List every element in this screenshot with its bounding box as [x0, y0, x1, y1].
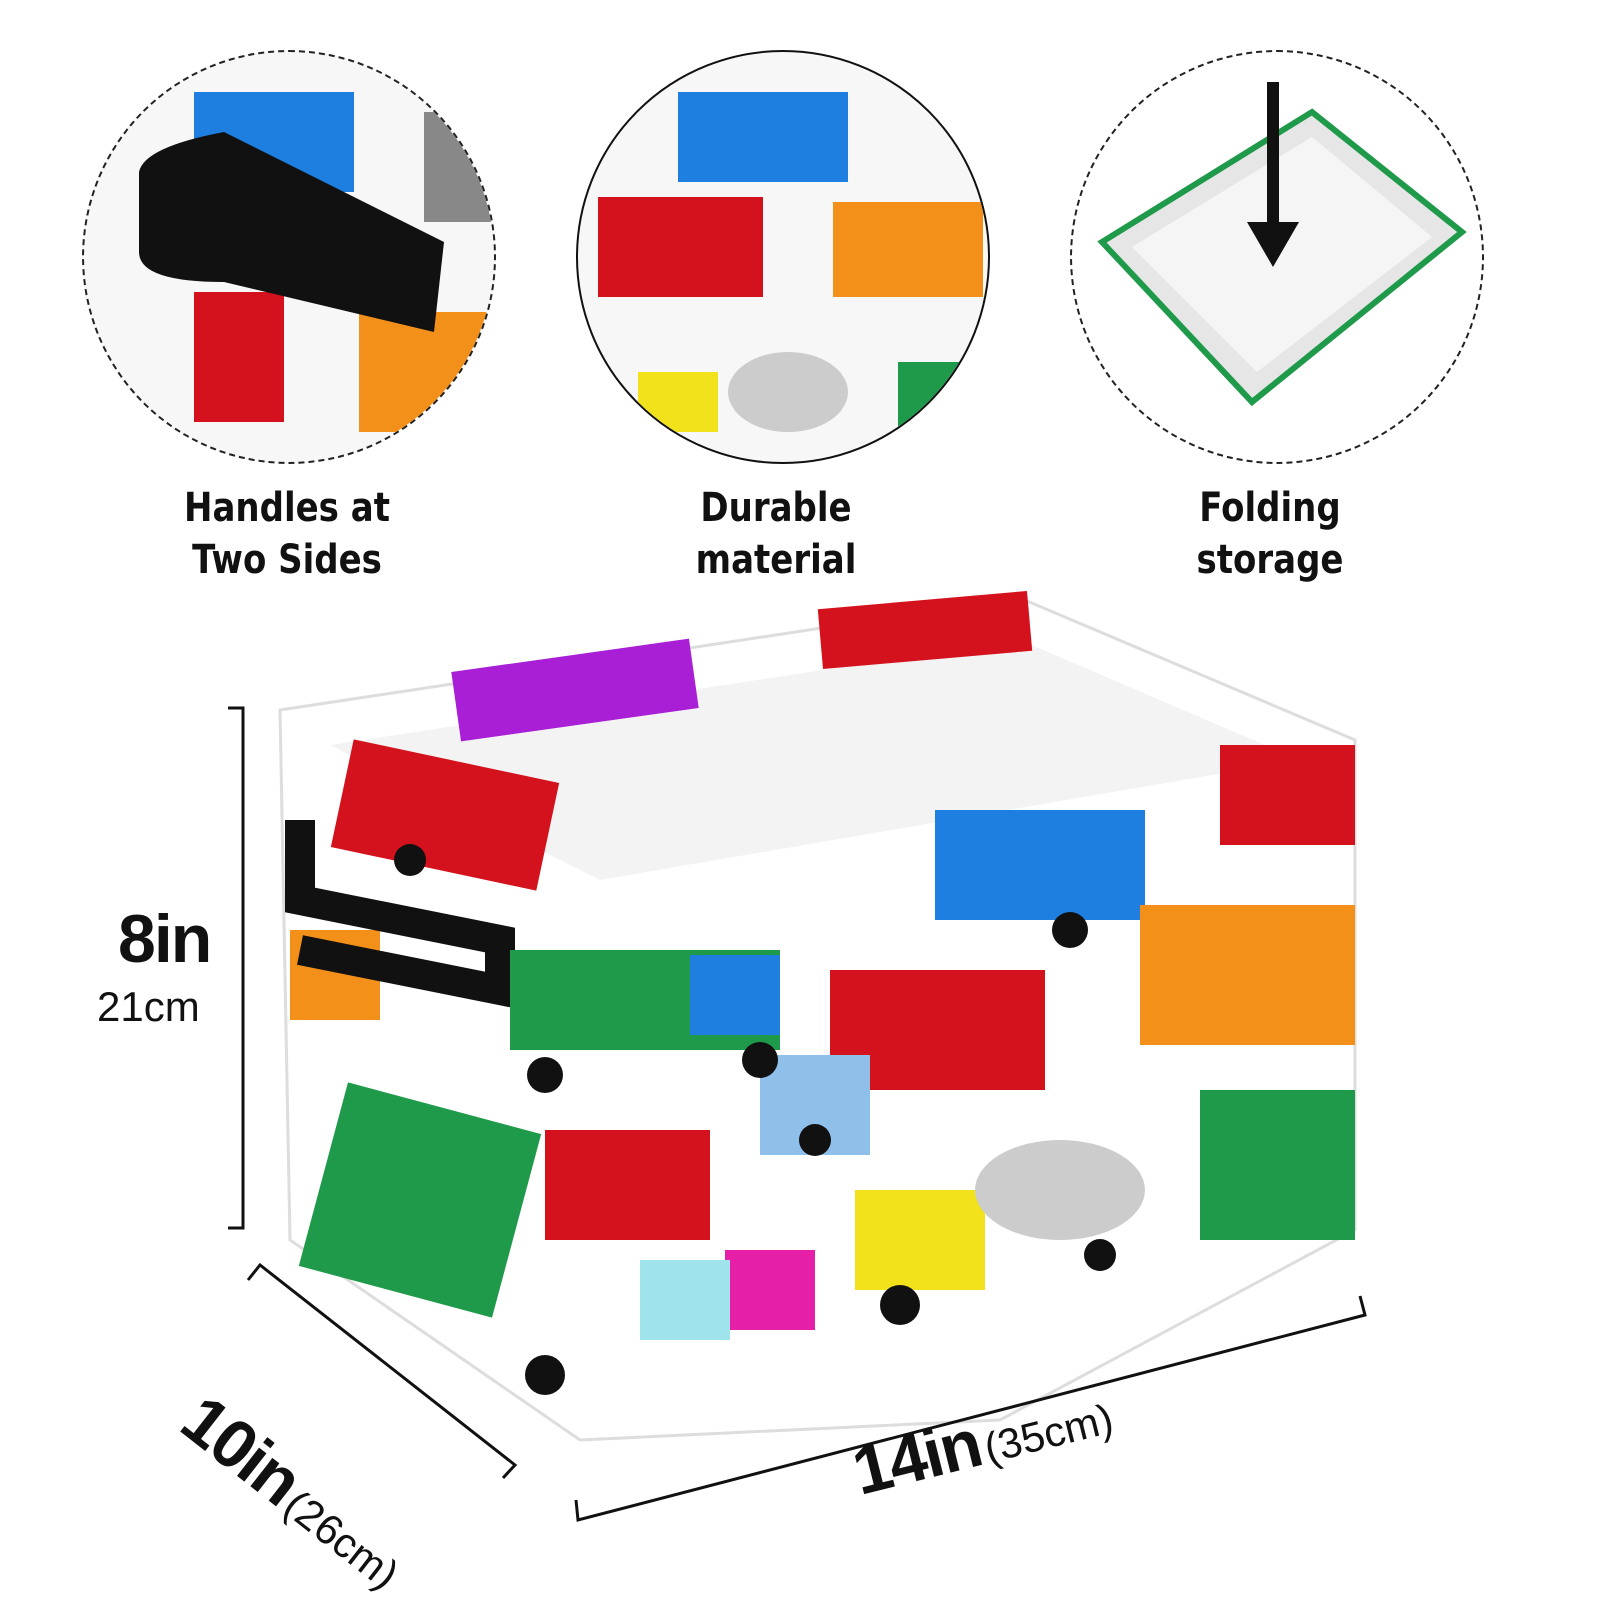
folding-detail-image	[1070, 50, 1484, 464]
material-detail-image	[576, 50, 990, 464]
truck-pattern-icon	[598, 92, 983, 442]
folded-basket-icon	[1097, 82, 1467, 407]
handle-icon	[139, 92, 494, 432]
handles-detail-image	[82, 50, 496, 464]
height-inches: 8in	[118, 901, 212, 977]
height-cm: 21cm	[97, 983, 200, 1030]
dimension-lines	[228, 706, 1367, 1522]
